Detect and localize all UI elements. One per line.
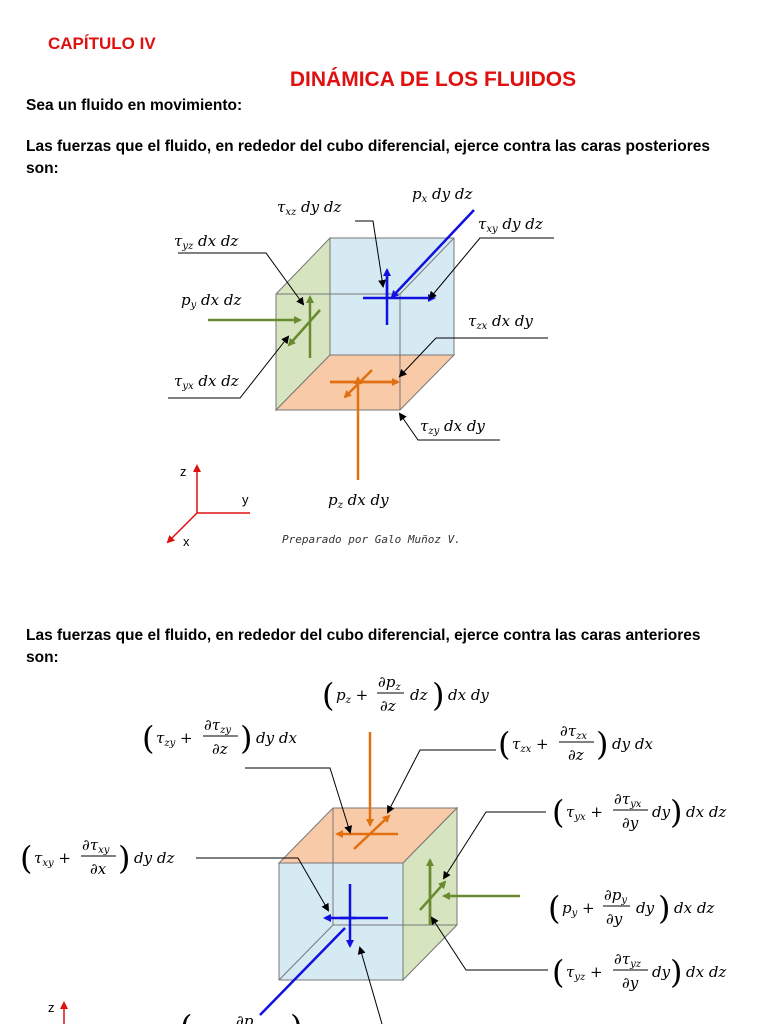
fig2-y-arrows [419, 858, 520, 925]
label-pz-front: ( pz + ∂pz ∂z dz ) dx dy [322, 673, 489, 715]
svg-text:(: ( [142, 719, 154, 757]
fig1-axes: z y x [166, 464, 250, 549]
intro-text: Sea un fluido en movimiento: [26, 97, 243, 114]
svg-text:): ) [670, 793, 682, 831]
svg-text:(: ( [322, 676, 334, 714]
svg-text:dy dx: dy dx [256, 729, 297, 747]
svg-text:∂z: ∂z [380, 697, 396, 715]
svg-text:∂τyx: ∂τyx [614, 790, 642, 810]
fig1-x-arrows [363, 209, 475, 325]
axis-y-label: y [242, 492, 249, 507]
svg-text:dz: dz [410, 686, 428, 704]
svg-text:∂p: ∂p [236, 1012, 254, 1024]
label-tzy-front: ( τzy + ∂τzy ∂z ) dy dx [142, 716, 297, 758]
svg-text:τxy +: τxy + [34, 849, 71, 869]
svg-text:∂z: ∂z [212, 740, 228, 758]
svg-text:∂y: ∂y [622, 974, 639, 992]
front-faces-text-1: Las fuerzas que el fluido, en rededor de… [26, 627, 701, 644]
label-tyz-front: ( τyz + ∂τyz ∂y dy ) dx dz [552, 950, 726, 992]
svg-text:): ) [596, 725, 608, 763]
svg-text:τzx +: τzx + [512, 735, 549, 755]
svg-text:pz +: pz + [336, 686, 368, 706]
label-px-rear: px dy dz [412, 185, 472, 205]
svg-text:∂y: ∂y [622, 814, 639, 832]
label-py-front: ( py + ∂py ∂y dy ) dx dz [548, 886, 714, 928]
svg-text:dy: dy [652, 803, 671, 821]
svg-text:(: ( [498, 725, 510, 763]
svg-text:): ) [290, 1008, 302, 1024]
label-py-rear: py dx dz [181, 291, 241, 311]
svg-text:τyz +: τyz + [566, 963, 603, 983]
label-tyx-front: ( τyx + ∂τyx ∂y dy ) dx dz [552, 790, 726, 832]
axis-x-label: x [183, 534, 190, 549]
label-tyx-rear: τyx dx dz [174, 372, 239, 392]
rear-faces-text-2: son: [26, 160, 59, 177]
fig1-y-arrows [208, 295, 321, 358]
svg-text:(: ( [180, 1008, 192, 1024]
svg-text:dx dz: dx dz [686, 803, 726, 821]
fig1-z-arrows [330, 369, 400, 480]
credit-note: Preparado por Galo Muñoz V. [282, 533, 461, 546]
label-txz-rear: τxz dy dz [277, 198, 341, 218]
svg-text:py +: py + [562, 899, 595, 919]
label-px-front-partial: ( ∂p ) [180, 1008, 302, 1024]
front-faces-text-2: son: [26, 649, 59, 666]
svg-text:∂τzx: ∂τzx [560, 722, 587, 742]
svg-text:dy dz: dy dz [134, 849, 174, 867]
svg-text:(: ( [548, 889, 560, 927]
svg-text:∂z: ∂z [568, 746, 584, 764]
axis-z-label-2: z [48, 1000, 55, 1015]
svg-text:dx dy: dx dy [448, 686, 489, 704]
fig2-labels: ( pz + ∂pz ∂z dz ) dx dy ( τzy + ∂τzy ∂z… [20, 673, 726, 1024]
svg-text:dx dz: dx dz [686, 963, 726, 981]
svg-text:): ) [658, 889, 670, 927]
svg-text:): ) [432, 676, 444, 714]
svg-text:): ) [240, 719, 252, 757]
svg-text:∂τxy: ∂τxy [82, 836, 110, 856]
rear-faces-text-1: Las fuerzas que el fluido, en rededor de… [26, 138, 710, 155]
label-tzx-rear: τzx dx dy [468, 312, 533, 332]
label-tzx-front: ( τzx + ∂τzx ∂z ) dy dx [498, 722, 653, 764]
svg-text:(: ( [20, 839, 32, 877]
svg-text:∂x: ∂x [90, 860, 107, 878]
label-txy-rear: τxy dy dz [478, 215, 543, 235]
svg-text:dy: dy [652, 963, 671, 981]
label-tyz-rear: τyz dx dz [174, 232, 238, 252]
page-title: DINÁMICA DE LOS FLUIDOS [289, 68, 577, 91]
svg-text:dy: dy [636, 899, 655, 917]
label-pz-rear: pz dx dy [328, 491, 389, 511]
svg-text:τyx +: τyx + [566, 803, 603, 823]
chapter-heading: CAPÍTULO IV [48, 34, 156, 53]
svg-text:(: ( [552, 953, 564, 991]
svg-text:(: ( [552, 793, 564, 831]
svg-text:dx dz: dx dz [674, 899, 714, 917]
svg-text:∂py: ∂py [604, 886, 627, 906]
cube-rear [274, 236, 456, 412]
svg-text:∂τyz: ∂τyz [614, 950, 642, 970]
fig2-z-arrows [335, 732, 398, 850]
svg-text:∂y: ∂y [606, 910, 623, 928]
svg-text:τzy +: τzy + [156, 729, 193, 749]
svg-text:): ) [118, 839, 130, 877]
label-txy-front: ( τxy + ∂τxy ∂x ) dy dz [20, 836, 174, 878]
fig2-x-arrows [259, 884, 388, 1016]
svg-text:dy dx: dy dx [612, 735, 653, 753]
svg-text:∂τzy: ∂τzy [204, 716, 231, 736]
label-tzy-rear: τzy dx dy [420, 417, 485, 437]
axis-z-label: z [180, 464, 187, 479]
svg-text:∂pz: ∂pz [378, 673, 401, 693]
svg-text:): ) [670, 953, 682, 991]
fig2-axes: z [48, 1000, 68, 1024]
